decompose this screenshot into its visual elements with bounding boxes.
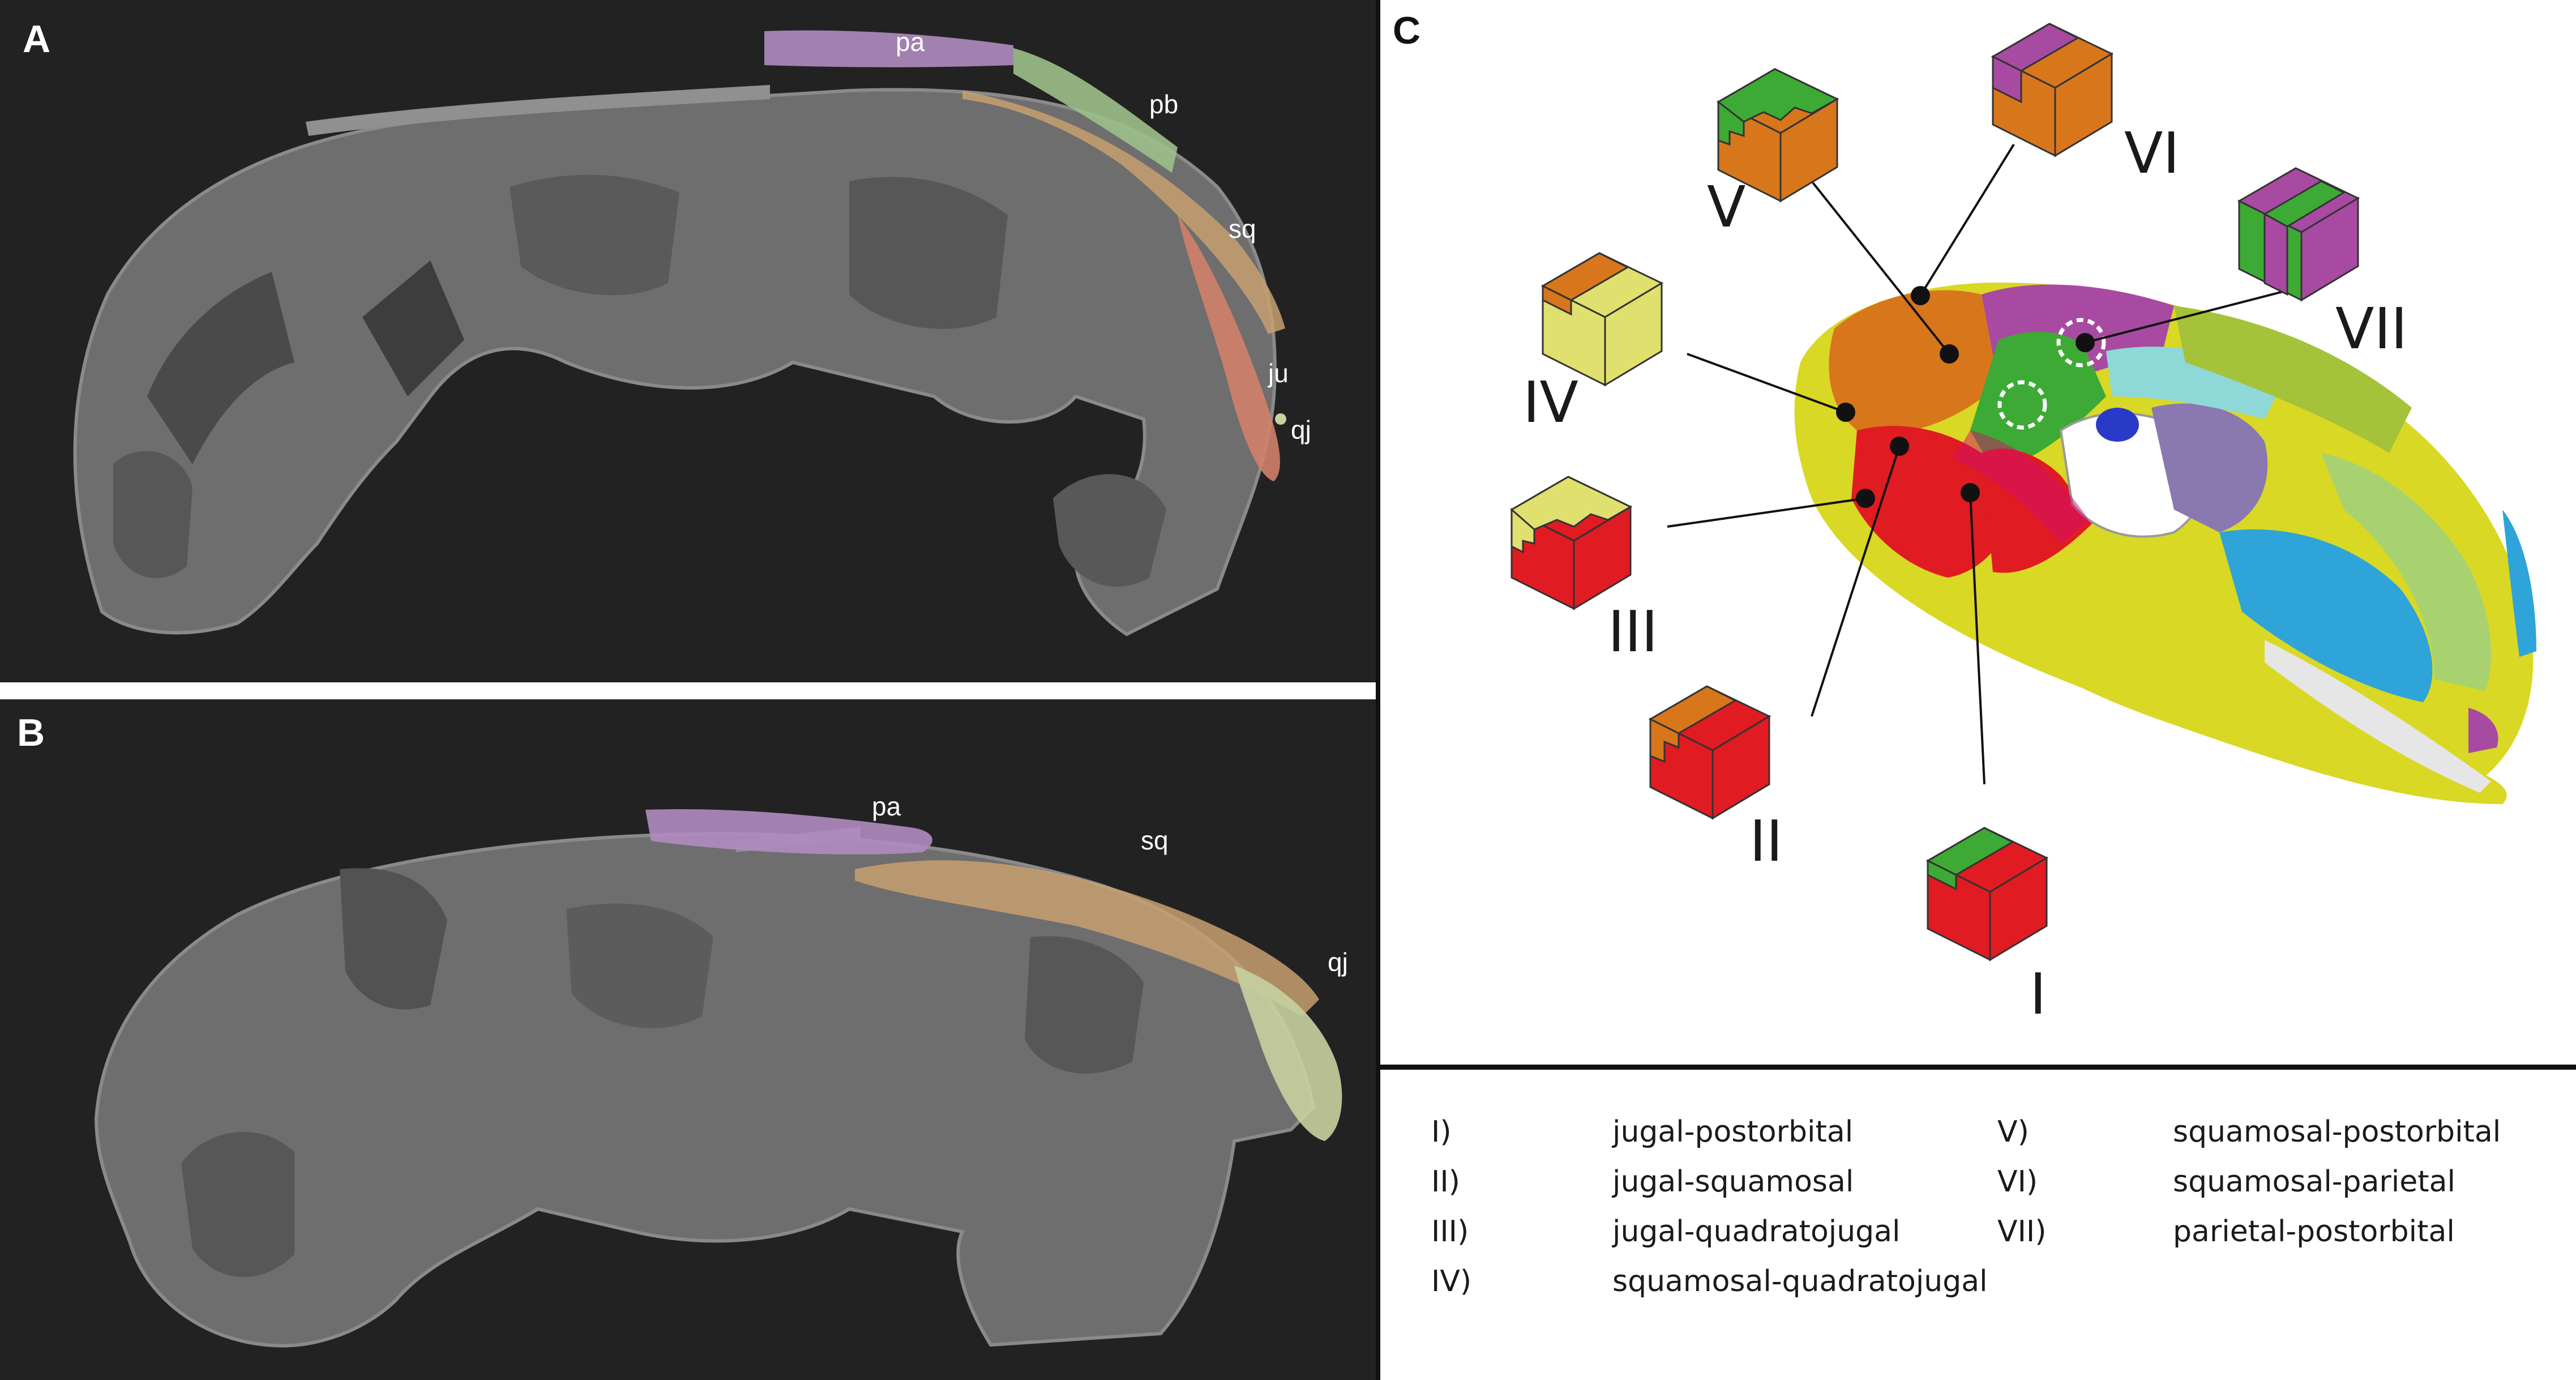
panel-c-diagram: I II III IV V VI VII [1509, 23, 2536, 1027]
panel-a-skull-image: pa pb sq ju qj [73, 27, 1311, 636]
cube-label-iv: IV [1523, 369, 1578, 435]
separator-legend [1380, 1065, 2576, 1070]
legend-text-iv: squamosal-quadratojugal [1612, 1264, 1988, 1298]
panel-letter-a: A [23, 18, 51, 61]
label-qj-a: qj [1291, 415, 1311, 445]
cube-label-iii: III [1608, 599, 1658, 665]
legend-num-v: V) [1997, 1115, 2029, 1149]
panel-letter-b: B [17, 711, 45, 754]
panel-c-skull-model: I II III IV V VI VII C [1381, 0, 2576, 1065]
legend-num-vii: VII) [1997, 1215, 2047, 1249]
suture-marker-circle-1 [1997, 380, 2047, 430]
connection-dots [1836, 286, 2095, 508]
separator-horizontal [0, 682, 1376, 699]
postorbital-region [1970, 332, 2106, 470]
legend-text-ii: jugal-squamosal [1612, 1165, 1854, 1199]
cube-ii [1648, 685, 1771, 820]
legend-text-vi: squamosal-parietal [2173, 1165, 2455, 1199]
legend-num-iv: IV) [1431, 1264, 1472, 1298]
panel-letter-c: C [1393, 9, 1421, 52]
label-sq-b: sq [1141, 826, 1169, 855]
parietal-overlay-b [645, 809, 932, 855]
cube-label-vi: VI [2124, 120, 2180, 186]
panel-b-ct-section: pa sq qj B [0, 699, 1376, 1380]
squamosal-overlay-b [855, 860, 1319, 1016]
label-qj-b: qj [1328, 947, 1348, 977]
cube-v [1716, 68, 1839, 203]
maxilla-region [2219, 529, 2433, 702]
panel-b-skull-image: pa sq qj [94, 792, 1348, 1348]
cube-i [1925, 827, 2049, 962]
legend-text-vii: parietal-postorbital [2173, 1215, 2455, 1249]
teeth-row [2265, 640, 2491, 793]
cube-label-v: V [1707, 174, 1745, 240]
legend-text-i: jugal-postorbital [1612, 1115, 1854, 1149]
legend-num-ii: II) [1431, 1165, 1460, 1199]
legend-text-iii: jugal-quadratojugal [1612, 1215, 1901, 1249]
jugal-overlay [1178, 215, 1280, 481]
cube-iii [1509, 476, 1633, 610]
label-pa-b: pa [872, 792, 901, 821]
cube-label-i: I [2030, 961, 2047, 1027]
legend-num-vi: VI) [1997, 1165, 2038, 1199]
label-sq-a: sq [1229, 214, 1256, 243]
legend-num-i: I) [1431, 1115, 1452, 1149]
label-pa-a: pa [896, 27, 925, 57]
quadratojugal-overlay-b [1234, 965, 1342, 1141]
parietal-overlay [764, 30, 1013, 67]
legend-text-v: squamosal-postorbital [2173, 1115, 2501, 1149]
quadratojugal-overlay [1275, 413, 1286, 425]
skull-3d-model [1794, 283, 2536, 804]
cube-label-vii: VII [2335, 296, 2407, 362]
cube-iv [1541, 252, 1664, 387]
cube-vi [1991, 23, 2114, 157]
separator-vertical [1376, 0, 1380, 1380]
squamosal-region [1829, 290, 1999, 434]
legend-num-iii: III) [1431, 1215, 1469, 1249]
cube-label-ii: II [1749, 808, 1783, 874]
panel-a-ct-section: pa pb sq ju qj A [0, 0, 1376, 682]
cube-vii [2237, 167, 2360, 302]
postorbital-overlay [1013, 48, 1178, 173]
label-pb-a: pb [1149, 89, 1178, 119]
suture-legend: I) jugal-postorbital II) jugal-squamosal… [1380, 1070, 2576, 1380]
label-ju-a: ju [1267, 358, 1289, 388]
suture-marker-circle-2 [2056, 318, 2106, 368]
